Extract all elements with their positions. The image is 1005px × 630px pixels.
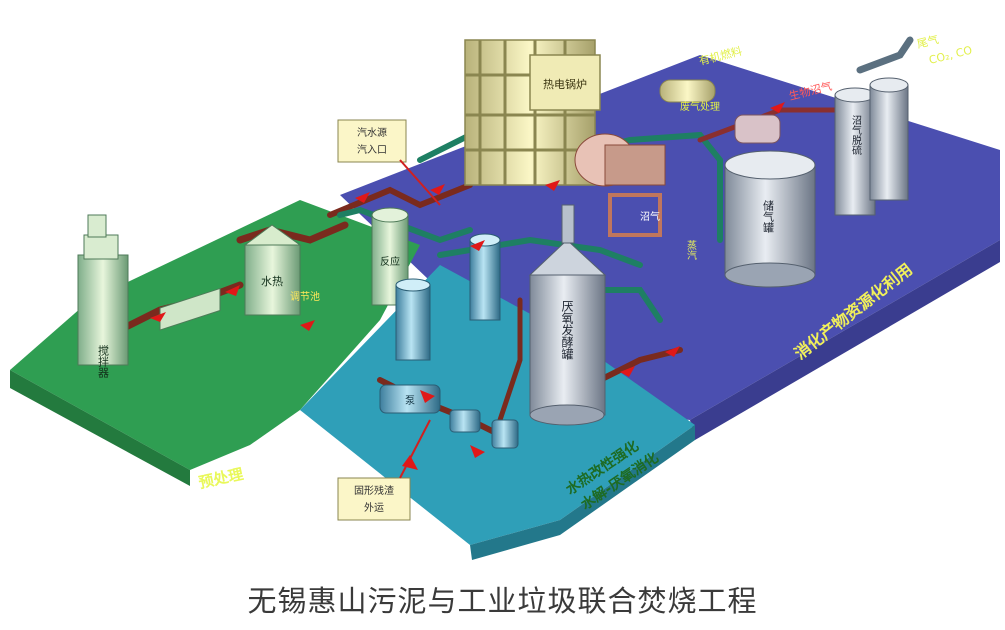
- pre-reactor-label: 水热: [261, 275, 283, 288]
- gas-holder: 储气罐: [724, 150, 816, 288]
- pretreatment-zone-label: 预处理: [197, 465, 245, 492]
- pump-label: 泵: [405, 395, 415, 407]
- process-diagram: 搅拌器 水热 反应 泵 厌氧发酵罐: [10, 32, 1000, 560]
- boiler-frame: [464, 39, 601, 186]
- callout-steam-line1: 汽水源: [357, 126, 387, 139]
- exhaust-label: 尾气: [915, 32, 940, 51]
- callout-outlet-line2: 外运: [364, 502, 384, 514]
- callout-outlet: 固形残渣 外运: [337, 419, 431, 521]
- gas-label: 沼气: [640, 210, 660, 223]
- pretreatment-zone-platform: [10, 200, 420, 470]
- hydro-zone-edge: [470, 425, 695, 560]
- pre-reactor: 水热: [243, 224, 302, 316]
- steam-drum: [659, 79, 716, 103]
- digester-label: 厌氧发酵罐: [560, 300, 574, 361]
- steam-label: 蒸汽: [685, 240, 697, 260]
- figure-caption: 无锡惠山污泥与工业垃圾联合焚烧工程: [247, 584, 758, 618]
- turbine: [574, 133, 666, 237]
- anaerobic-digester: 厌氧发酵罐: [528, 204, 607, 426]
- pretreatment-zone-edge: [10, 370, 190, 486]
- generator: [734, 114, 781, 144]
- gas-holder-label: 储气罐: [762, 199, 775, 234]
- crusher-unit: 搅拌器: [77, 214, 129, 379]
- callout-steam-line2: 汽入口: [357, 143, 387, 156]
- desulfurizer-1: 沼气脱硫: [834, 87, 876, 216]
- hydro-reactor-label: 反应: [380, 255, 400, 268]
- desulfur-label: 沼气脱硫: [850, 114, 862, 156]
- callout-steam-in: 汽水源 汽入口: [337, 119, 441, 206]
- flow-arrows: [150, 102, 785, 470]
- resource-zone-edge: [690, 240, 1000, 440]
- boiler-label: 热电锅炉: [543, 78, 587, 91]
- gas-out-label: 废气处理: [680, 100, 720, 113]
- mixer-label: 搅拌器: [97, 344, 110, 379]
- exhaust-gas-label: CO₂, CO: [928, 44, 974, 67]
- hydrothermal-tank-a: [395, 278, 431, 361]
- callout-outlet-line1: 固形残渣: [354, 484, 394, 497]
- desulfurizer-2: [869, 77, 909, 201]
- sludge-tank-label: 调节池: [290, 290, 320, 303]
